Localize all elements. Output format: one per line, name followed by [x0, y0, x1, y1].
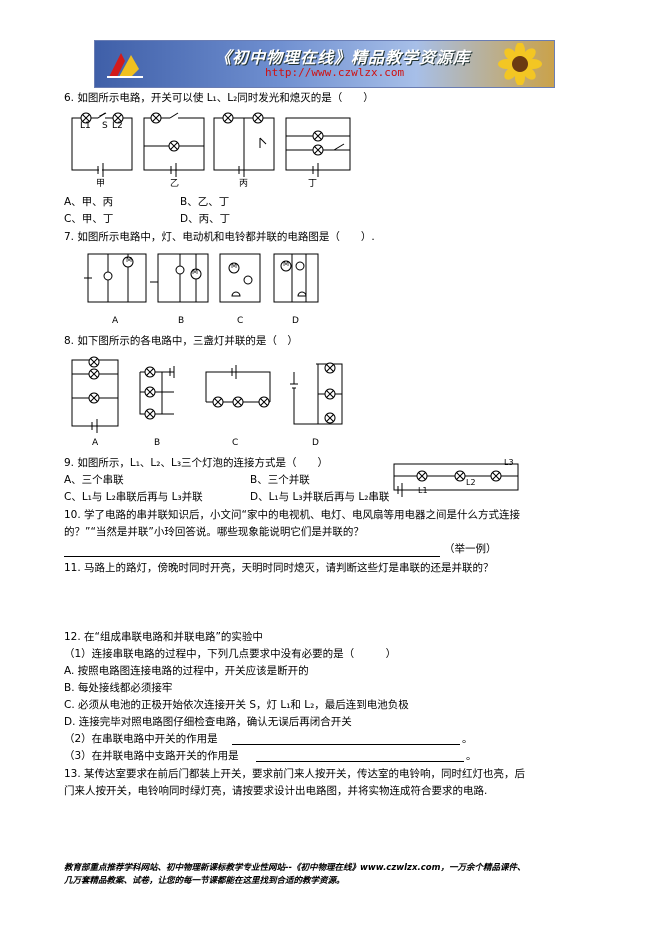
q7-circuit-b [150, 253, 209, 303]
q9-option-c: C、L₁与 L₂串联后再与 L₃并联 [64, 491, 203, 503]
q6-fig-label-yi: 乙 [170, 179, 180, 189]
q7-figure: M M M M A B C D [84, 248, 324, 326]
q9-l1-label: L1 [418, 486, 428, 495]
q12-option-a: A. 按照电路图连接电路的过程中，开关应该是断开的 [64, 665, 309, 677]
q9-l2-label: L2 [466, 478, 476, 487]
q12-sub-3: （3）在并联电路中支路开关的作用是 [64, 750, 239, 762]
q7-motor-label-b: M [192, 268, 199, 276]
q7-circuit-a [84, 253, 147, 303]
q6-circuit-ding [285, 117, 351, 177]
q9-l3-label: L3 [504, 458, 514, 467]
q7-motor-label-d: M [283, 260, 290, 268]
q12-option-b: B. 每处接线都必须接牢 [64, 682, 173, 694]
q6-option-b: B、乙、丁 [180, 196, 230, 208]
q12-stem: 12. 在“组成串联电路和并联电路”的实验中 [64, 631, 263, 643]
q7-fig-label-c: C [237, 316, 244, 326]
q6-option-d: D、丙、丁 [180, 213, 231, 225]
q9-figure: L1 L2 L3 [392, 456, 522, 500]
q6-figure: L1 S L2 甲 乙 丙 丁 [68, 108, 358, 189]
q7-fig-label-b: B [178, 316, 185, 326]
q6-option-a: A、甲、丙 [64, 196, 114, 208]
q12-sub-2-end: 。 [462, 733, 473, 745]
q10-line-2: 的？”“当然是并联”小玲回答说。哪些现象能说明它们是并联的？ [64, 526, 364, 538]
sunflower-icon [498, 43, 542, 85]
q6-s-label: S [102, 121, 108, 131]
q10-answer-line[interactable] [64, 556, 440, 557]
q8-circuit-d [290, 362, 343, 425]
banner-url: http://www.czwlzx.com [265, 66, 405, 79]
q10-suffix: （举一例） [444, 543, 497, 555]
footer-line-1: 教育部重点推荐学科网站、初中物理新课标教学专业性网站--《初中物理在线》www.… [64, 863, 526, 873]
q12-sub-2-answer-line[interactable] [232, 744, 460, 745]
q6-l1-label: L1 [80, 121, 91, 131]
q6-circuit-yi [143, 112, 205, 177]
q8-circuit-a [71, 356, 119, 433]
q6-circuit-bing [213, 112, 275, 177]
q12-option-c: C. 必须从电池的正极开始依次连接开关 S，灯 L₁和 L₂，最后连到电池负极 [64, 699, 409, 711]
q13-line-1: 13. 某传达室要求在前后门都装上开关，要求前门来人按开关，传达室的电铃响，同时… [64, 768, 526, 780]
q12-sub-3-end: 。 [466, 750, 477, 762]
q6-fig-label-jia: 甲 [96, 179, 106, 189]
q6-stem: 6. 如图所示电路，开关可以使 L₁、L₂同时发光和熄灭的是（ ） [64, 92, 374, 104]
q8-circuit-c [205, 365, 271, 408]
q13-line-2: 门来人按开关，电铃响同时绿灯亮，请按要求设计出电路图，并将实物连成符合要求的电路… [64, 785, 488, 797]
banner-title: 《初中物理在线》精品教学资源库 [215, 48, 471, 67]
q11-stem: 11. 马路上的路灯，傍晚时同时开亮，天明时同时熄灭，请判断这些灯是串联的还是并… [64, 562, 494, 574]
q7-stem: 7. 如图所示电路中，灯、电动机和电铃都并联的电路图是（ ）. [64, 231, 375, 243]
q12-option-d: D. 连接完毕对照电路图仔细检查电路，确认无误后再闭合开关 [64, 716, 352, 728]
site-logo-icon [107, 53, 143, 78]
footer-line-2: 几万套精品教案、试卷，让您的每一节课都能在这里找到合适的教学资源。 [64, 876, 345, 886]
q9-option-a: A、三个串联 [64, 474, 124, 486]
q8-circuit-b [139, 366, 175, 420]
q7-fig-label-a: A [112, 316, 119, 326]
q9-option-d: D、L₁与 L₃并联后再与 L₂串联 [250, 491, 390, 503]
q12-sub-1: （1）连接串联电路的过程中，下列几点要求中没有必要的是（ ） [64, 648, 397, 660]
q7-circuit-d [273, 253, 319, 303]
q6-fig-label-bing: 丙 [239, 179, 249, 189]
header-banner: 《初中物理在线》精品教学资源库 http://www.czwlzx.com [94, 40, 555, 88]
q6-circuit-jia [71, 112, 133, 177]
q12-sub-2: （2）在串联电路中开关的作用是 [64, 733, 218, 745]
q9-stem: 9. 如图所示，L₁、L₂、L₃三个灯泡的连接方式是（ ） [64, 457, 329, 469]
q8-fig-label-a: A [92, 438, 99, 448]
q8-fig-label-c: C [232, 438, 239, 448]
q6-fig-label-ding: 丁 [308, 179, 318, 189]
q8-fig-label-b: B [154, 438, 161, 448]
q7-fig-label-d: D [292, 316, 299, 326]
q10-line-1: 10. 学了电路的串并联知识后，小文问“家中的电视机、电灯、电风扇等用电器之间是… [64, 509, 520, 521]
q8-stem: 8. 如下图所示的各电路中，三盏灯并联的是（ ） [64, 335, 298, 347]
q6-option-c: C、甲、丁 [64, 213, 114, 225]
q8-figure: A B C D [66, 354, 356, 448]
q7-motor-label-a: M [126, 256, 133, 264]
q7-circuit-c [219, 253, 261, 303]
q9-option-b: B、三个并联 [250, 474, 310, 486]
q12-sub-3-answer-line[interactable] [256, 761, 464, 762]
page-footer: 教育部重点推荐学科网站、初中物理新课标教学专业性网站--《初中物理在线》www.… [64, 862, 525, 888]
q6-l2-label: L2 [112, 121, 123, 131]
q8-fig-label-d: D [312, 438, 319, 448]
q7-motor-label-c: M [231, 262, 238, 270]
